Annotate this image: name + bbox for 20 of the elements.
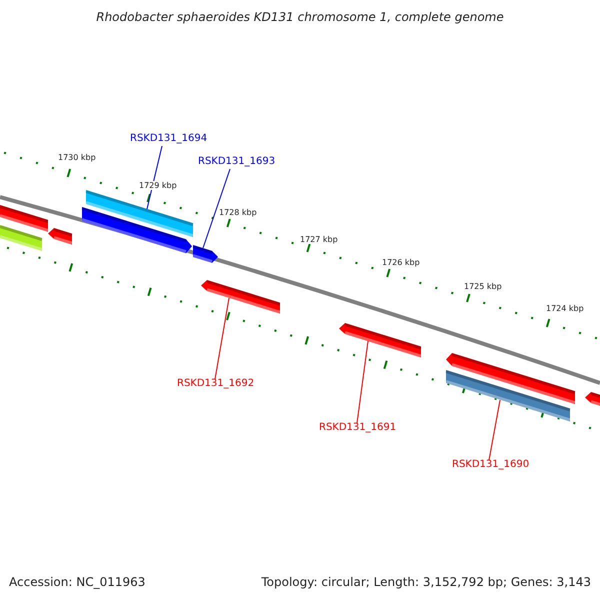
title: Rhodobacter sphaeroides KD131 chromosome 1, complete genome: [95, 10, 505, 24]
gene-label: RSKD131_1690: [452, 459, 530, 470]
gene-label: RSKD131_1693: [198, 156, 276, 167]
scale-label: 1729 kbp: [139, 181, 177, 190]
leader-line: [356, 340, 368, 424]
gene-label: RSKD131_1692: [177, 378, 254, 389]
scale-label: 1730 kbp: [58, 153, 96, 162]
scale-label: 1727 kbp: [300, 235, 338, 244]
leader-line: [488, 400, 500, 460]
footer-text: Topology: circular; Length: 3,152,792 bp; Genes: 3,143: [261, 575, 591, 589]
scale-label: 1726 kbp: [382, 258, 420, 267]
scale-label: 1728 kbp: [219, 208, 257, 217]
gene-label: RSKD131_1694: [130, 133, 208, 144]
scale-label: 1725 kbp: [464, 282, 502, 291]
leader-line: [202, 168, 230, 248]
scale-label: 1724 kbp: [546, 304, 584, 313]
leader-line: [214, 298, 230, 380]
footer-text: Accession: NC_011963: [9, 575, 146, 589]
leader-line: [146, 146, 162, 210]
gene-label: RSKD131_1691: [319, 422, 396, 433]
